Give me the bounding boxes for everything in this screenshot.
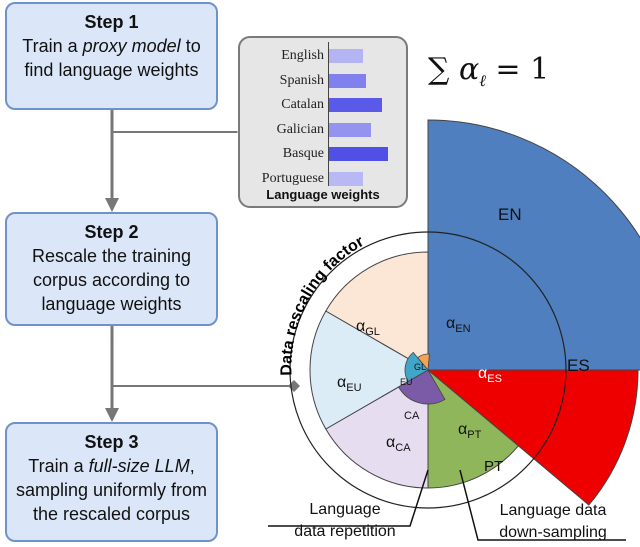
arrowhead-1 <box>105 198 119 212</box>
weight-bar-portuguese <box>329 171 364 186</box>
pie-label-en: EN <box>498 205 522 224</box>
step-1-title: Step 1 <box>84 12 139 32</box>
alpha-es: αES <box>478 365 502 386</box>
weight-label-english: English <box>281 48 324 63</box>
pie-sector-es <box>426 369 639 506</box>
repetition-annotation: Language data repetition <box>270 499 420 543</box>
weight-label-portuguese: Portuguese <box>261 170 324 186</box>
weights-labels: English Spanish Catalan Galician Basque … <box>240 44 324 191</box>
weight-bar-basque <box>329 147 388 161</box>
step-3-line-2: sampling uniformly from <box>15 480 208 500</box>
step-3-box: Step 3 Train a full-size LLM, sampling u… <box>5 422 218 542</box>
step-1-line-1: Train a proxy model to <box>22 36 201 56</box>
repetition-line-2: data repetition <box>294 523 396 540</box>
pie-sector-gl <box>325 251 429 371</box>
arrowhead-2 <box>105 408 119 422</box>
step-3-line-3: the rescaled corpus <box>32 504 191 524</box>
downsampling-line-2: down-sampling <box>499 524 607 541</box>
inner-label-gl: GL <box>414 362 427 372</box>
step-3-line-1: Train a full-size LLM, <box>28 456 195 476</box>
repetition-line-1: Language <box>309 501 381 518</box>
step-2-title: Step 2 <box>84 222 139 242</box>
inner-wedge-eu <box>404 351 429 383</box>
weight-bar-spanish <box>329 73 367 88</box>
step-1-line-2: find language weights <box>24 60 199 80</box>
alpha-pt: αPT <box>458 421 482 442</box>
step-1-box: Step 1 Train a proxy model to find langu… <box>5 2 218 110</box>
weight-bar-catalan <box>329 98 382 112</box>
weights-axis <box>328 42 329 186</box>
weight-label-basque: Basque <box>282 146 324 161</box>
pie-label-pt: PT <box>484 458 504 475</box>
sum-equation: ∑ αℓ = 1 <box>428 52 550 90</box>
weight-bar-english <box>329 49 364 63</box>
alpha-ca: αCA <box>386 434 411 455</box>
rescaling-boundary-circle <box>289 231 567 509</box>
step-3-title: Step 3 <box>84 432 139 452</box>
weight-bar-galician <box>329 122 372 137</box>
downsampling-line-1: Language data <box>499 502 607 519</box>
step-2-box: Step 2 Rescale the training corpus accor… <box>5 212 218 326</box>
downsampling-annotation: Language data down-sampling <box>478 500 628 544</box>
downsampling-pointer <box>459 469 626 541</box>
alpha-en: αEN <box>446 315 471 336</box>
pie-sector-en <box>427 119 640 371</box>
pie-sector-eu <box>309 310 429 430</box>
step-2-line-2: corpus according to <box>32 270 191 290</box>
inner-wedge-ca <box>398 369 446 405</box>
rescaling-pie <box>289 119 640 509</box>
inner-label-ca: CA <box>404 410 420 422</box>
repetition-pointer <box>268 469 429 527</box>
pie-label-es: ES <box>567 356 590 375</box>
weight-label-spanish: Spanish <box>279 72 324 88</box>
weights-title: Language weights <box>266 187 380 202</box>
weight-label-galician: Galician <box>276 121 324 137</box>
pie-connector-diamond <box>288 380 300 392</box>
step-2-line-1: Rescale the training <box>31 246 192 266</box>
language-weights-panel: English Spanish Catalan Galician Basque … <box>238 36 408 208</box>
alpha-gl: αGL <box>356 318 380 339</box>
inner-label-eu: EU <box>400 377 413 387</box>
step-2-line-3: language weights <box>41 294 182 314</box>
pie-sector-pt <box>427 368 520 489</box>
pie-sector-ca <box>325 369 429 489</box>
weight-label-catalan: Catalan <box>281 97 324 112</box>
inner-wedge-gl <box>417 353 430 371</box>
alpha-eu: αEU <box>337 374 362 395</box>
